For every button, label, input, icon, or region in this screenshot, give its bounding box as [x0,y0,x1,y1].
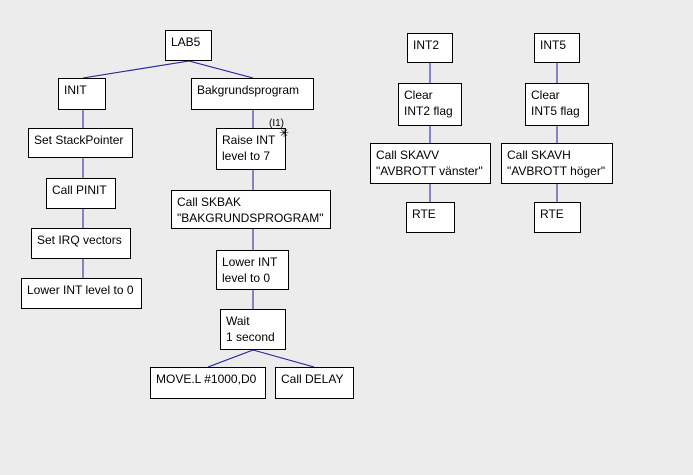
node-clear-int5-line2: INT5 flag [531,104,580,118]
node-move-l-line1: MOVE.L #1000,D0 [156,372,257,386]
node-raise-int[interactable]: Raise INT level to 7 [216,128,286,170]
node-set-stackpointer[interactable]: Set StackPointer [28,128,133,158]
node-call-skavh-line1: Call SKAVH [507,148,571,162]
node-rte-int2[interactable]: RTE [406,202,455,233]
node-wait[interactable]: Wait 1 second [220,309,286,350]
node-rte-int5[interactable]: RTE [534,202,581,233]
node-lower-int[interactable]: Lower INT level to 0 [216,250,289,290]
node-lower-int-init[interactable]: Lower INT level to 0 [21,278,142,309]
node-lower-int-line1: Lower INT [222,255,278,269]
node-raise-int-line2: level to 7 [222,149,271,163]
node-clear-int5-line1: Clear [531,88,560,102]
node-call-skavh-line2: "AVBROTT höger" [507,164,606,178]
node-init[interactable]: INIT [58,78,106,110]
node-clear-int2-line1: Clear [404,88,433,102]
node-wait-line1: Wait [226,314,250,328]
node-set-irq-vectors-line1: Set IRQ vectors [37,233,122,247]
edge-lab5-init [82,60,190,79]
node-clear-int5[interactable]: Clear INT5 flag [525,83,589,126]
node-lower-int-line2: level to 0 [222,271,271,285]
node-call-skavv-line1: Call SKAVV [376,148,440,162]
node-call-pinit[interactable]: Call PINIT [46,178,116,209]
node-init-line1: INIT [64,83,87,97]
node-int5-line1: INT5 [540,38,567,52]
raise-int-annotation: (I1) [269,118,284,129]
node-wait-line2: 1 second [226,330,275,344]
node-set-stackpointer-line1: Set StackPointer [34,133,124,147]
node-call-delay-line1: Call DELAY [281,372,344,386]
edge-wait-move [207,349,254,368]
node-raise-int-line1: Raise INT [222,133,276,147]
node-call-skbak-line1: Call SKBAK [177,195,242,209]
edge-wait-delay [252,349,315,368]
node-call-pinit-line1: Call PINIT [52,183,107,197]
node-rte-int5-line1: RTE [540,207,564,221]
node-set-irq-vectors[interactable]: Set IRQ vectors [31,228,131,259]
edge-lab5-bakgrund [188,60,254,79]
node-lower-int-init-line1: Lower INT level to 0 [27,283,134,297]
node-bakgrundsprogram-line1: Bakgrundsprogram [197,83,300,97]
node-int2[interactable]: INT2 [407,33,453,63]
node-call-skavv[interactable]: Call SKAVV "AVBROTT vänster" [370,143,491,184]
node-call-skbak[interactable]: Call SKBAK "BAKGRUNDSPROGRAM" [171,190,331,229]
node-clear-int2-line2: INT2 flag [404,104,453,118]
node-int5[interactable]: INT5 [534,33,580,63]
node-call-skavv-line2: "AVBROTT vänster" [376,164,483,178]
node-lab5-line1: LAB5 [171,35,201,49]
node-move-l[interactable]: MOVE.L #1000,D0 [150,367,266,399]
asterisk-marker-icon: ✳ [279,126,290,140]
node-call-skbak-line2: "BAKGRUNDSPROGRAM" [177,211,324,225]
node-call-skavh[interactable]: Call SKAVH "AVBROTT höger" [501,143,613,184]
node-bakgrundsprogram[interactable]: Bakgrundsprogram [191,78,314,110]
node-lab5[interactable]: LAB5 [165,30,212,61]
node-rte-int2-line1: RTE [412,207,436,221]
node-int2-line1: INT2 [413,38,440,52]
node-clear-int2[interactable]: Clear INT2 flag [398,83,462,126]
node-call-delay[interactable]: Call DELAY [275,367,354,399]
